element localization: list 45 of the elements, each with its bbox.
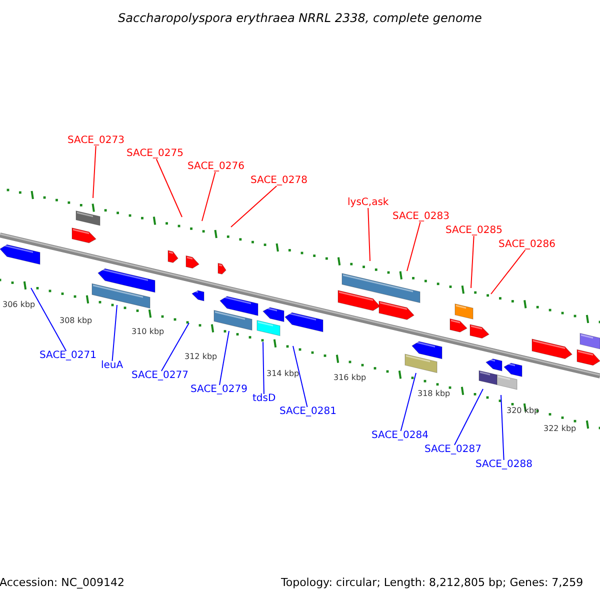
leader-line	[406, 222, 421, 272]
gene-label: SACE_0288	[476, 460, 532, 470]
scale-label: 318 kbp	[418, 390, 450, 398]
scale-label: 308 kbp	[60, 317, 92, 325]
leader-line	[368, 208, 370, 262]
scale-label: 312 kbp	[184, 353, 218, 361]
scale-label: 322 kbp	[544, 425, 576, 433]
gene-label: SACE_0277	[132, 371, 188, 381]
gene-label: lysC,ask	[348, 198, 389, 208]
gene-label: SACE_0273	[68, 136, 124, 146]
leader-line	[400, 372, 416, 432]
leader-line	[292, 346, 308, 408]
scale-label: 314 kbp	[266, 370, 300, 378]
gene-label: SACE_0271	[40, 351, 96, 361]
leader-line	[202, 172, 216, 222]
leader-line	[490, 250, 526, 294]
leader-line	[470, 236, 474, 288]
gene-label: SACE_0285	[446, 226, 502, 236]
diagram-title: Saccharopolyspora erythraea NRRL 2338, complete genome	[118, 12, 482, 24]
leader-line	[156, 158, 182, 218]
gene-label: SACE_0278	[250, 176, 308, 186]
gene-label: SACE_0276	[188, 162, 244, 172]
gene-label: leuA	[101, 361, 124, 371]
leader-line	[230, 186, 278, 228]
leader-line	[30, 288, 67, 352]
scale-label: 316 kbp	[334, 374, 366, 382]
gene-label: SACE_0275	[126, 149, 184, 159]
leader-line	[219, 330, 230, 386]
leader-line	[112, 304, 118, 362]
leader-line	[500, 394, 504, 460]
leader-line	[262, 342, 264, 394]
gene-label: SACE_0279	[190, 385, 248, 395]
leader-line	[92, 146, 96, 198]
scale-label: 306 kbp	[2, 301, 36, 309]
leader-line	[160, 322, 190, 372]
leader-line	[454, 388, 484, 446]
gene-label: SACE_0284	[372, 431, 428, 441]
gene-label: SACE_0283	[392, 212, 450, 222]
gene-label: SACE_0286	[498, 240, 556, 250]
scale-label: 320 kbp	[506, 407, 540, 415]
footer-text: Topology: circular; Length: 8,212,805 bp; Genes: 7,259	[281, 576, 584, 588]
gene-label: tdsD	[252, 394, 276, 404]
gene-label: SACE_0281	[280, 407, 336, 417]
gene-label: SACE_0287	[424, 445, 482, 455]
scale-label: 310 kbp	[132, 328, 164, 336]
